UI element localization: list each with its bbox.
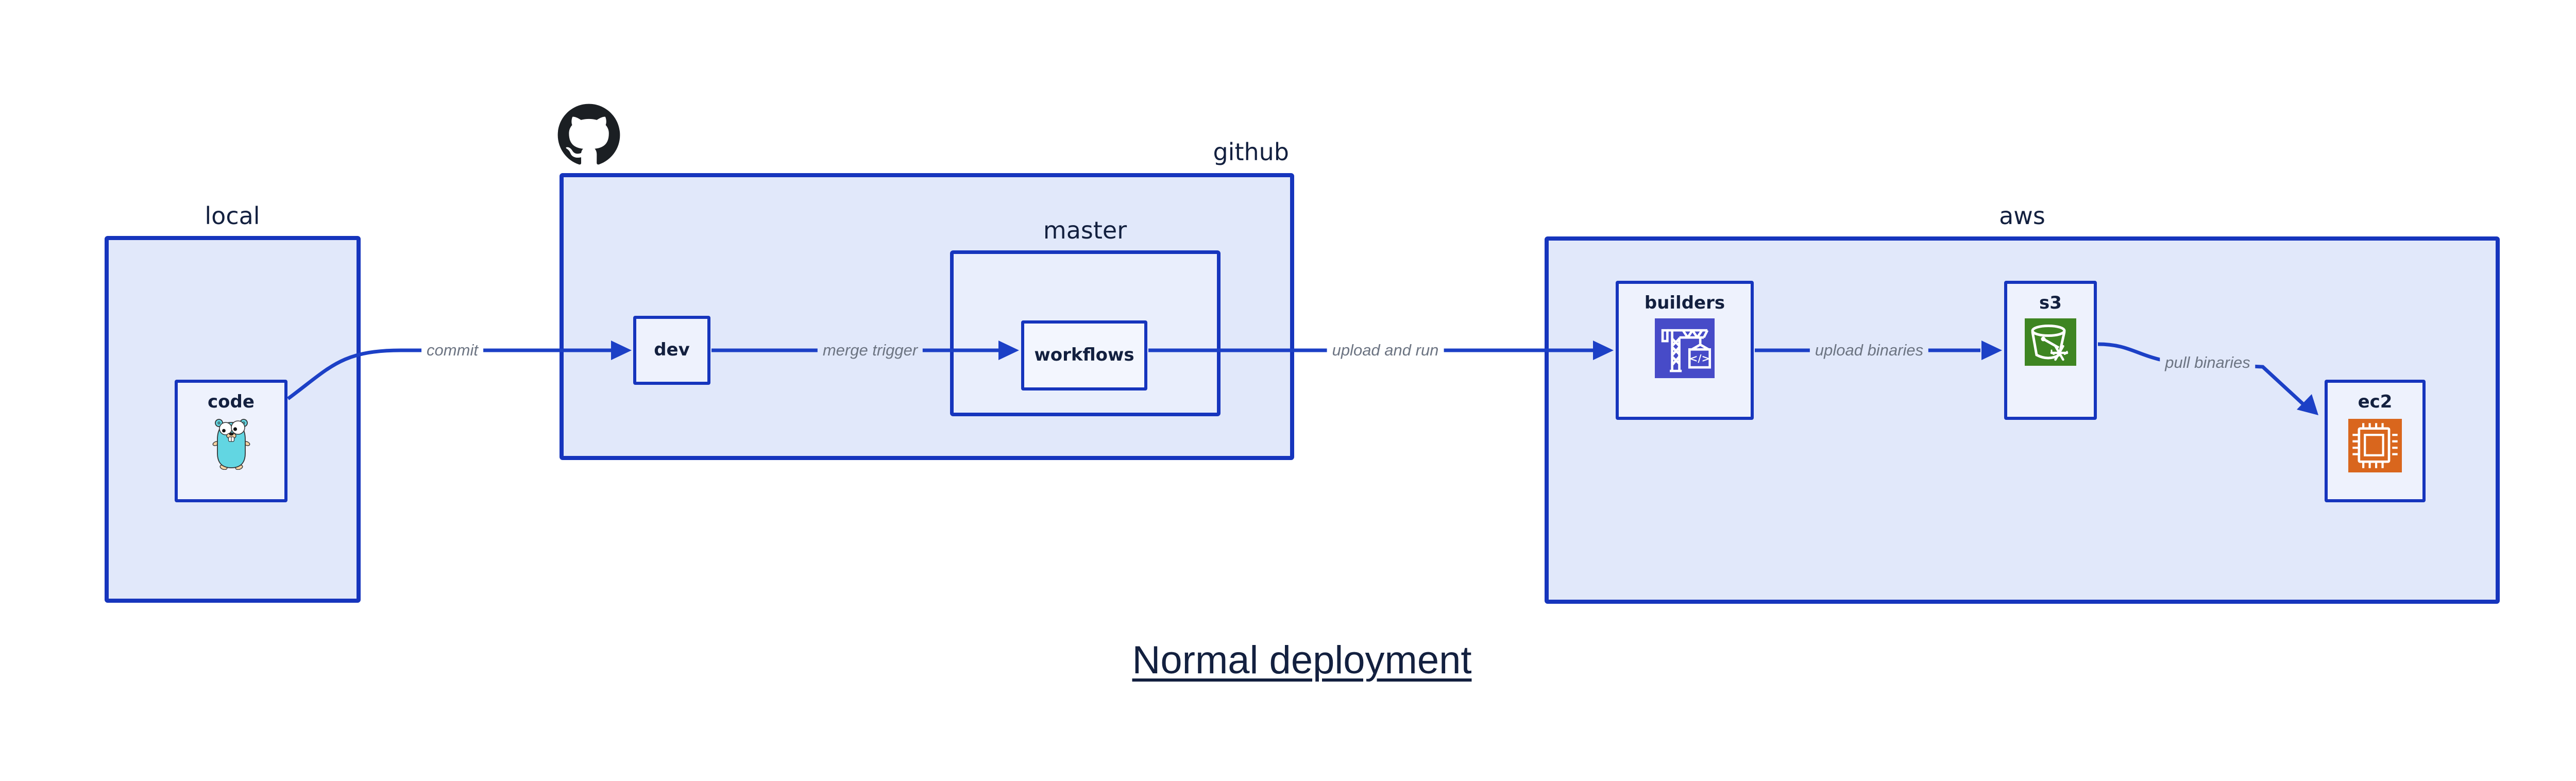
node-code-label: code	[208, 392, 255, 412]
ec2-chip-icon	[2348, 419, 2402, 473]
node-ec2-label: ec2	[2358, 392, 2393, 412]
node-dev: dev	[633, 316, 710, 385]
group-local-label: local	[205, 202, 260, 230]
node-code: code	[175, 380, 287, 502]
node-dev-label: dev	[654, 339, 690, 361]
group-aws-label: aws	[1999, 202, 2045, 230]
node-s3: s3	[2004, 281, 2097, 420]
edge-pull-binaries-label: pull binaries	[2160, 353, 2256, 372]
edge-upload-and-run-label: upload and run	[1327, 341, 1444, 360]
node-ec2: ec2	[2325, 380, 2426, 502]
group-github-label: github	[1213, 138, 1289, 166]
node-workflows: workflows	[1021, 320, 1147, 390]
github-octocat-logo	[557, 104, 620, 165]
node-s3-label: s3	[2039, 293, 2062, 313]
node-builders: builders </>	[1616, 281, 1754, 420]
svg-text:</>: </>	[1689, 353, 1710, 365]
node-builders-label: builders	[1644, 293, 1725, 313]
edge-commit-label: commit	[421, 341, 483, 360]
node-workflows-label: workflows	[1034, 345, 1134, 366]
diagram-title: Normal deployment	[1132, 638, 1472, 682]
edge-merge-trigger-label: merge trigger	[817, 341, 923, 360]
s3-glacier-bucket-icon	[2025, 318, 2076, 366]
codebuild-crane-icon: </>	[1655, 318, 1715, 379]
edge-upload-binaries-label: upload binaries	[1809, 341, 1929, 360]
group-master-label: master	[1043, 216, 1127, 244]
go-gopher-icon	[212, 419, 250, 470]
